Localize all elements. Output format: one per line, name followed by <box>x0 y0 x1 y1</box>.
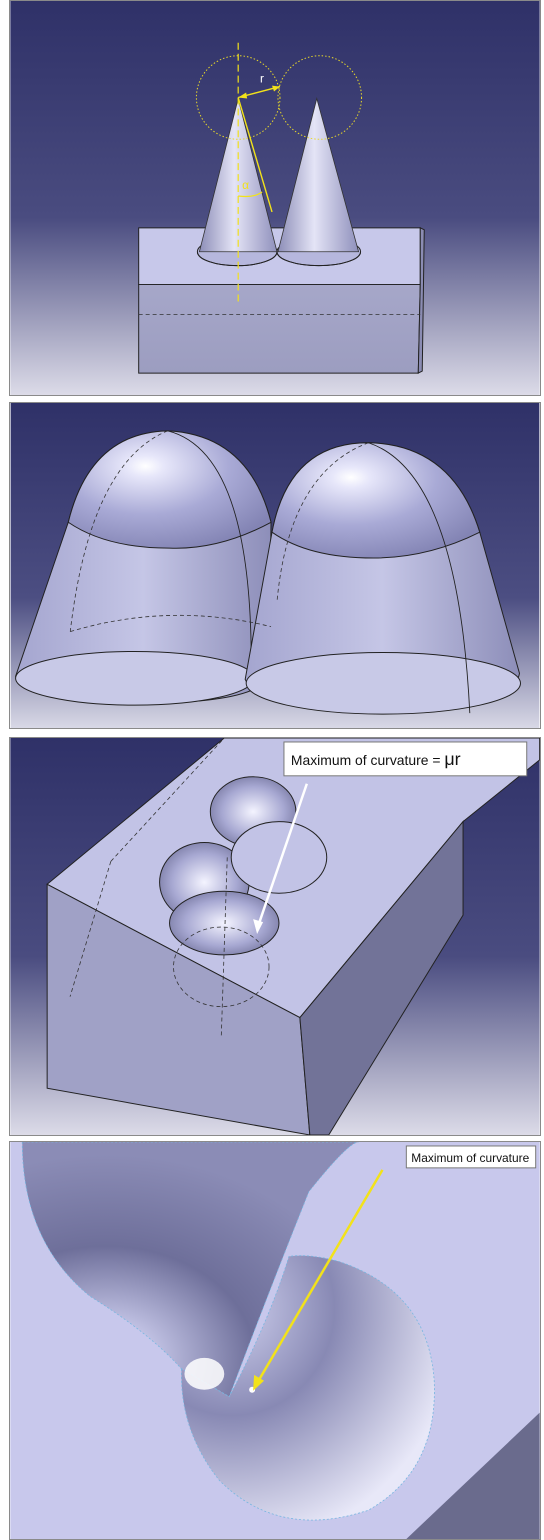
pocket-closeup-drawing: Maximum of curvature <box>10 1142 540 1539</box>
callout-arrow <box>255 783 309 930</box>
cone-right <box>277 96 360 253</box>
radius-circle-right <box>277 55 363 140</box>
callout-box <box>283 741 528 777</box>
block-side-face <box>417 227 425 374</box>
domes-drawing <box>10 403 540 728</box>
block-side-face <box>299 820 464 1135</box>
pocket-block-drawing: Maximum of curvature = μr <box>10 738 540 1135</box>
callout-box <box>405 1145 537 1169</box>
pocket-lower-lobe <box>181 1255 435 1521</box>
block-front-face <box>46 883 311 1135</box>
tool-left-base <box>15 650 255 706</box>
cones-drawing: r α <box>10 1 540 395</box>
panel-pocket-closeup: Maximum of curvature <box>9 1141 541 1540</box>
cone-generatrix <box>237 97 273 213</box>
callout-text: Maximum of curvature = μr <box>291 749 461 769</box>
tool-right-base <box>245 651 521 715</box>
panel-domed-tools <box>9 402 541 729</box>
panel-pocket-block: Maximum of curvature = μr <box>9 737 541 1136</box>
angle-label: α <box>242 178 249 192</box>
tool-right-dome <box>271 442 481 559</box>
block-front-face <box>138 284 421 374</box>
tool-left-dome <box>67 430 272 549</box>
callout-arrow <box>255 1169 384 1386</box>
radius-label: r <box>260 72 264 86</box>
callout-text: Maximum of curvature <box>411 1151 529 1165</box>
panel-two-cones: r α <box>9 0 541 396</box>
radius-circle-left <box>195 55 281 140</box>
angle-arc <box>238 191 263 198</box>
